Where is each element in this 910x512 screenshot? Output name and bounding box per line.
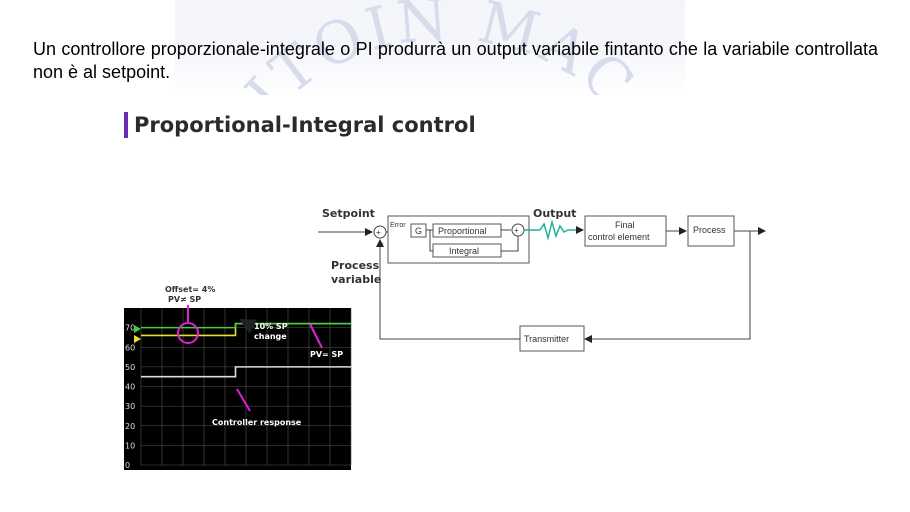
final-control-label-2: control element — [588, 232, 650, 242]
chart-grid — [140, 308, 352, 466]
pv-start-marker — [134, 325, 141, 333]
y-tick-label: 40 — [125, 383, 135, 392]
error-label: Error — [390, 222, 406, 229]
watermark-text: ITOIN MACCH — [235, 0, 655, 95]
watermark-band — [175, 0, 685, 95]
process-variable-label-2: variable — [331, 273, 381, 286]
output-label: Output — [533, 207, 576, 220]
y-tick-label: 30 — [125, 402, 135, 411]
offset-circle — [177, 322, 199, 344]
sp-change-pointer — [239, 319, 258, 334]
feedback-line-left — [376, 239, 520, 340]
setpoint-label: Setpoint — [322, 207, 375, 220]
offset-label-1: Offset= 4% — [165, 285, 215, 294]
pv-sp-pointer — [309, 323, 323, 349]
sum-plus-left: + — [376, 228, 381, 237]
sp-change-label-2: change — [254, 332, 287, 341]
integral-to-sum-line — [501, 236, 519, 252]
pv-sp-label: PV= SP — [310, 350, 343, 359]
y-tick-label: 60 — [125, 343, 135, 352]
integral-label: Integral — [449, 246, 479, 256]
y-tick-label: 70 — [125, 324, 135, 333]
sp-start-marker — [134, 335, 141, 343]
intro-paragraph: Un controllore proporzionale-integrale o… — [33, 39, 878, 82]
process-variable-series-line — [141, 322, 351, 329]
integral-branch-line — [429, 230, 433, 252]
y-tick-label: 10 — [125, 441, 135, 450]
output-signal-wave — [539, 219, 580, 241]
transmitter-label: Transmitter — [524, 334, 569, 344]
controller-response-label: Controller response — [212, 418, 302, 427]
final-control-element-block — [584, 215, 667, 247]
sp-change-label-1: 10% SP — [254, 322, 288, 331]
sum-plus-right: + — [514, 226, 519, 235]
watermark: ITOIN MACCH — [175, 0, 685, 95]
sum-minus-left: - — [381, 239, 384, 248]
slide-title: Proportional-Integral control — [124, 112, 476, 138]
y-tick-label: 0 — [125, 461, 130, 470]
proportional-label: Proportional — [438, 226, 487, 236]
watermark-arc: ITOIN MACCH — [235, 0, 655, 95]
chart-lines — [141, 322, 351, 378]
process-variable-label-1: Process — [331, 259, 380, 272]
process-block — [687, 215, 735, 247]
y-tick-label: 20 — [125, 422, 135, 431]
controller-output-series-line — [141, 366, 351, 378]
feedback-line-right — [584, 231, 751, 343]
chart-ticks: 0 10 20 30 40 50 60 70 — [125, 324, 135, 470]
controller-response-pointer — [236, 388, 251, 412]
gain-label: G — [415, 226, 422, 236]
transmitter-block — [519, 325, 585, 352]
process-label: Process — [693, 225, 726, 235]
final-control-label-1: Final — [615, 220, 635, 230]
y-tick-label: 50 — [125, 363, 135, 372]
offset-label-2: PV≠ SP — [168, 295, 201, 304]
